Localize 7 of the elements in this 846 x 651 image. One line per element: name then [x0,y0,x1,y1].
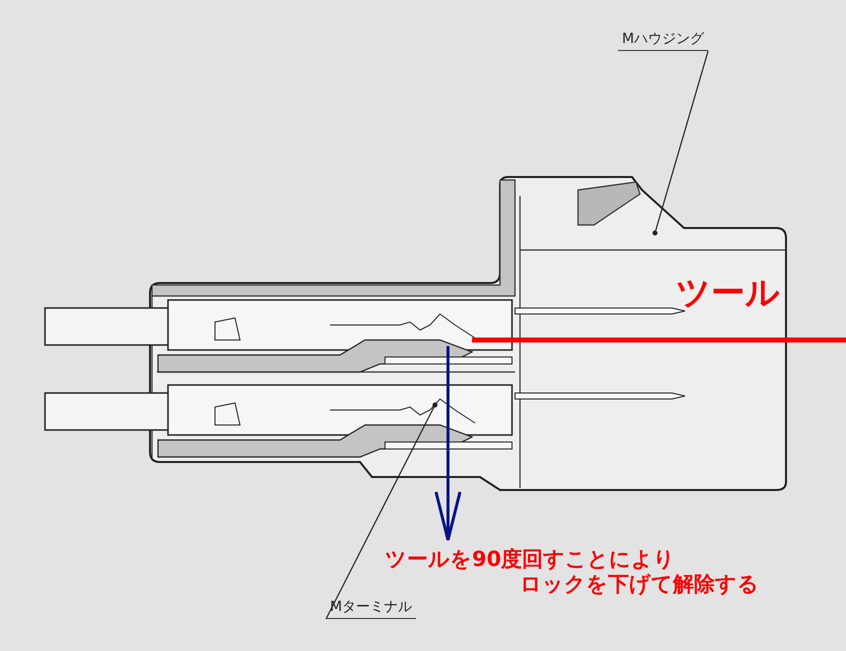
leader-line [325,402,438,620]
part-label: Mハウジング [618,30,708,51]
instruction-text: ロックを下げて解除する [520,571,759,598]
leader-line [652,50,709,236]
instruction-text: ツールを90度回すことにより [385,546,676,573]
terminal-drawing [44,384,686,458]
tool-label: ツール [676,272,780,315]
